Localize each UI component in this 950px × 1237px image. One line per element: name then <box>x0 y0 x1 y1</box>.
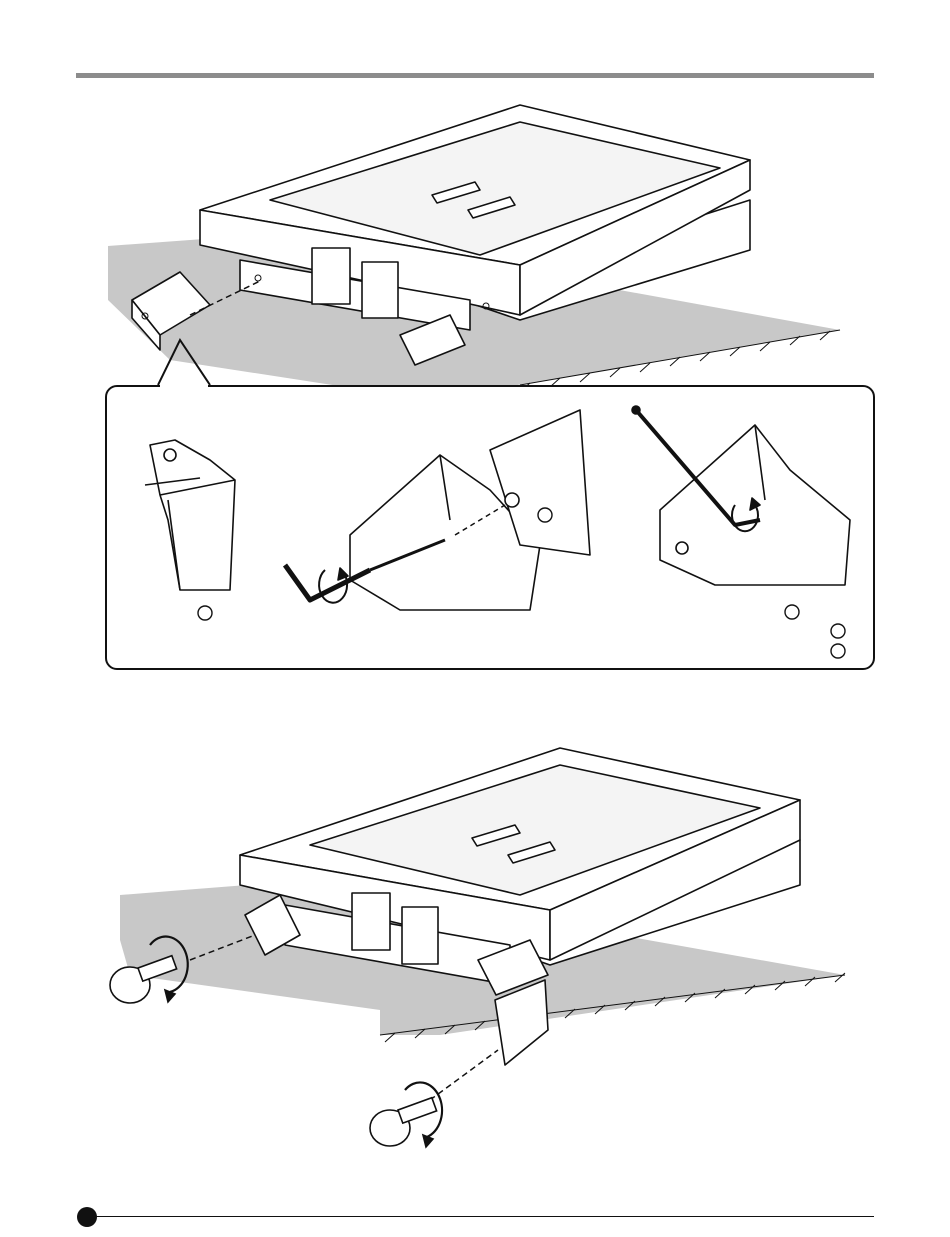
top-assembly-figure <box>0 95 950 395</box>
callout-circle-step-1 <box>198 606 212 620</box>
footer-rule <box>96 1216 874 1217</box>
hex-key-loosen-drawing <box>285 410 590 610</box>
callout-circle-step-3 <box>785 605 799 619</box>
callout-circle-legend-b <box>831 644 845 658</box>
bottom-assembly-figure <box>0 740 950 1150</box>
callout-circle-legend-a <box>831 624 845 638</box>
header-rule <box>76 73 874 78</box>
nut-icon <box>505 493 519 507</box>
footer-page-marker <box>77 1207 97 1227</box>
hex-key-tighten-drawing <box>632 406 850 585</box>
bracket-hole <box>164 449 176 461</box>
thumbscrew-icon <box>370 1082 442 1147</box>
bracket-part-drawing <box>145 440 235 590</box>
screw-path-dashed-right <box>430 1050 498 1100</box>
detail-steps-figure <box>105 385 875 670</box>
